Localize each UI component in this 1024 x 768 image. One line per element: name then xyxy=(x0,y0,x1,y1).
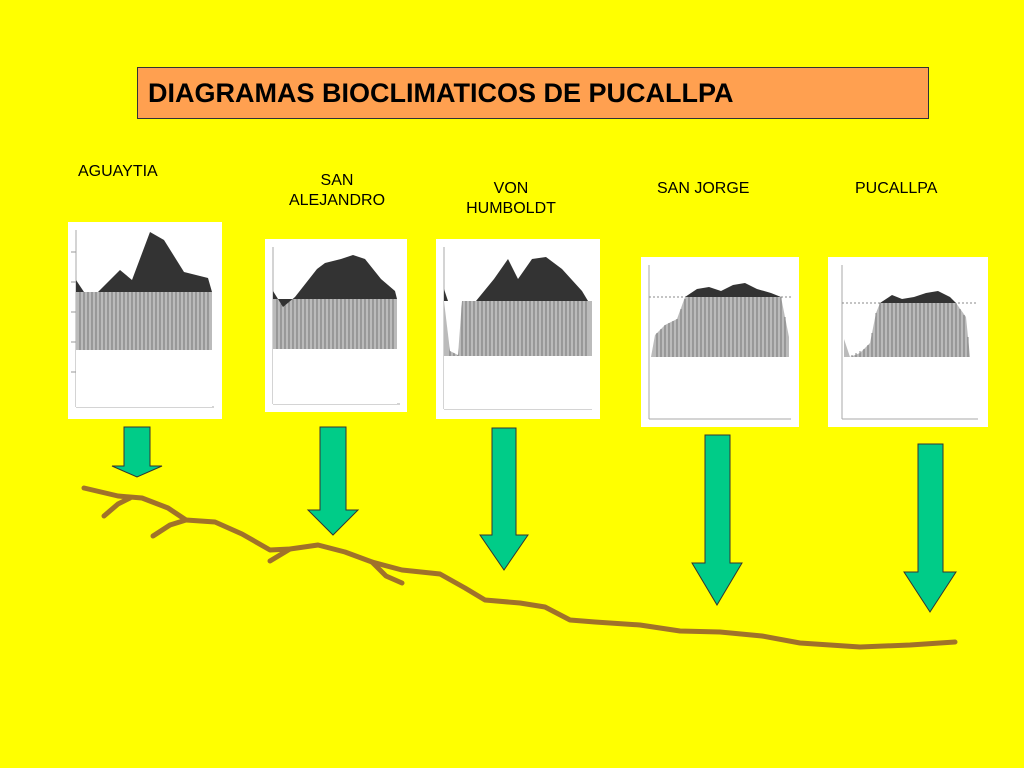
station-label-san-alejandro: SAN ALEJANDRO xyxy=(277,171,397,211)
climate-diagram-von-humboldt xyxy=(436,239,600,419)
climate-diagram-san-alejandro xyxy=(265,239,407,412)
station-label-von-humboldt: VON HUMBOLDT xyxy=(451,179,571,219)
station-name-line1: AGUAYTIA xyxy=(78,163,158,180)
station-name-line1: PUCALLPA xyxy=(855,180,938,197)
river-tributary-3 xyxy=(267,546,293,564)
climate-diagram-pucallpa xyxy=(828,257,988,427)
river-tributary-1 xyxy=(101,495,133,519)
station-name-line1: SAN JORGE xyxy=(657,180,750,197)
station-label-pucallpa: PUCALLPA xyxy=(855,179,937,199)
down-arrow-san-alejandro xyxy=(306,426,360,536)
climate-diagram-aguaytia xyxy=(68,222,222,419)
down-arrow-von-humboldt xyxy=(479,427,529,571)
station-name-line1: VON xyxy=(493,180,529,197)
station-name-line1: SAN xyxy=(320,172,354,189)
slide-title-box: DIAGRAMAS BIOCLIMATICOS DE PUCALLPA xyxy=(137,67,929,119)
down-arrow-pucallpa xyxy=(903,443,957,613)
river-main-line xyxy=(81,485,958,650)
slide-title: DIAGRAMAS BIOCLIMATICOS DE PUCALLPA xyxy=(148,77,734,108)
station-name-line2: ALEJANDRO xyxy=(288,192,386,209)
river-tributary-2 xyxy=(150,517,189,539)
station-label-aguaytia: AGUAYTIA xyxy=(78,162,158,182)
river-tributary-4 xyxy=(369,559,405,586)
down-arrow-san-jorge xyxy=(691,434,743,606)
station-name-line2: HUMBOLDT xyxy=(466,200,556,217)
down-arrow-aguaytia xyxy=(111,426,163,478)
climate-diagram-san-jorge xyxy=(641,257,799,427)
station-label-san-jorge: SAN JORGE xyxy=(657,179,749,199)
